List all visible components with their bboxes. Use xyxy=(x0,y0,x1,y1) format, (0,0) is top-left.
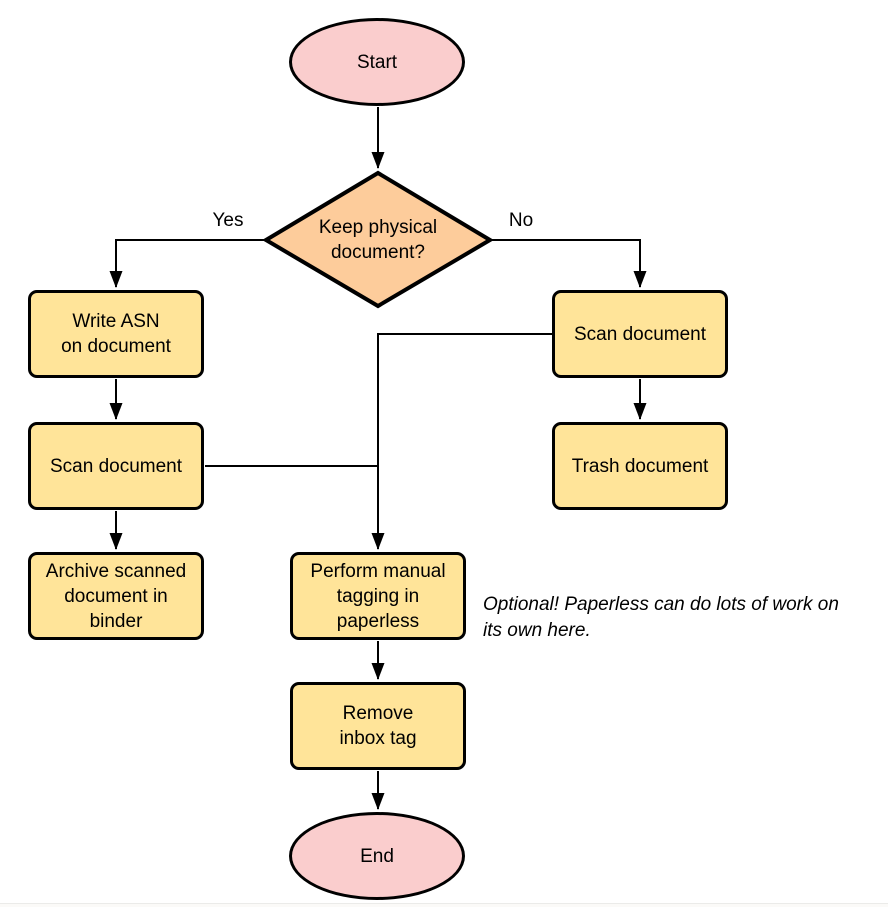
edge-decision-to-scan-right xyxy=(490,239,647,288)
node-manual-tagging-label-line: paperless xyxy=(336,610,420,632)
optional-note-line: its own here. xyxy=(483,620,591,641)
node-end-label: End xyxy=(360,845,394,867)
node-manual-tagging-label-line: tagging in xyxy=(336,585,420,607)
node-decision: Keep physical document? xyxy=(266,173,490,306)
edge-scan-right-to-tagging xyxy=(371,333,552,550)
edge-label-no: No xyxy=(508,210,534,231)
node-manual-tagging-label-line: Perform manual xyxy=(310,560,446,582)
node-scan-document-left-label: Scan document xyxy=(49,455,183,477)
node-remove-inbox-tag: Remove inbox tag xyxy=(290,682,466,770)
node-scan-document-left: Scan document xyxy=(28,422,204,510)
node-decision-label-line: Keep physical xyxy=(318,216,438,238)
node-write-asn: Write ASN on document xyxy=(28,290,204,378)
page-divider xyxy=(0,903,888,907)
optional-note: Optional! Paperless can do lots of work … xyxy=(483,592,839,644)
node-archive-label-line: document in xyxy=(64,585,168,607)
node-archive-label-line: binder xyxy=(89,610,143,632)
node-end: End xyxy=(289,812,465,900)
optional-note-line: Optional! Paperless can do lots of work … xyxy=(483,594,839,615)
node-archive-label-line: Archive scanned xyxy=(45,560,187,582)
node-archive-in-binder: Archive scanned document in binder xyxy=(28,552,204,640)
node-scan-document-right-label: Scan document xyxy=(573,323,707,345)
node-start-label: Start xyxy=(356,51,398,73)
edge-decision-to-write-asn xyxy=(109,239,266,288)
node-start: Start xyxy=(289,18,465,106)
decision-diamond-shape xyxy=(262,170,494,309)
node-manual-tagging: Perform manual tagging in paperless xyxy=(290,552,466,640)
node-scan-document-right: Scan document xyxy=(552,290,728,378)
edge-label-yes: Yes xyxy=(212,210,244,231)
node-write-asn-label-line: Write ASN xyxy=(72,311,160,332)
node-remove-inbox-tag-label-line: Remove xyxy=(342,703,414,724)
node-write-asn-label-line: on document xyxy=(61,336,171,357)
node-remove-inbox-tag-label-line: inbox tag xyxy=(339,728,417,749)
node-trash-document: Trash document xyxy=(552,422,728,510)
node-decision-label-line: document? xyxy=(330,241,425,263)
node-trash-document-label: Trash document xyxy=(571,455,709,477)
